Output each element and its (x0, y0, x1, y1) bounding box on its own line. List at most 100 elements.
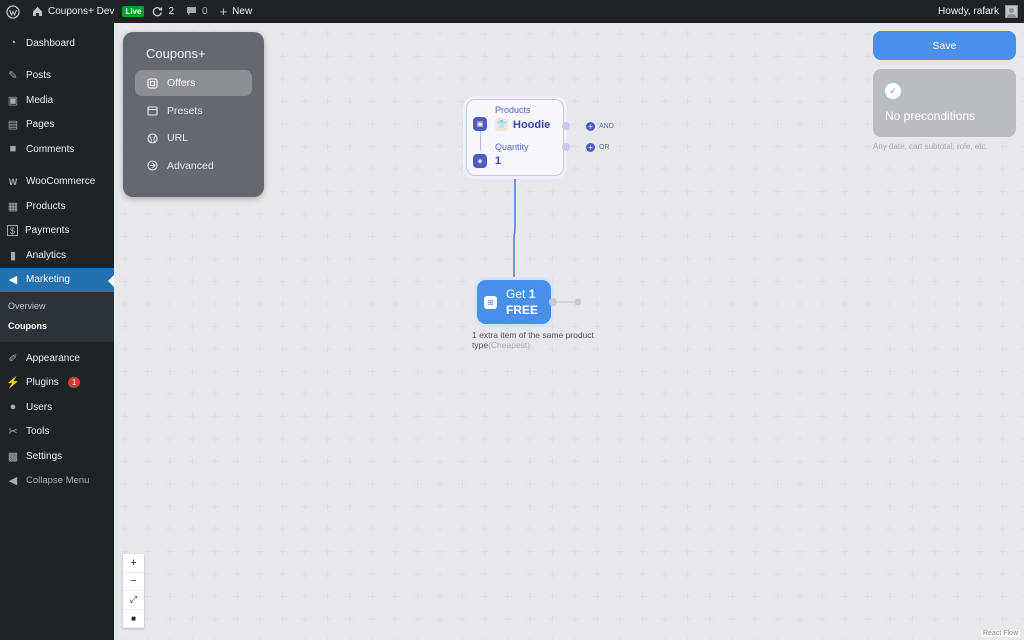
panel-item-label: Presets (167, 104, 203, 117)
sidebar-item-label: Users (26, 401, 53, 413)
sidebar-item-dashboard[interactable]: ◔Dashboard (0, 31, 114, 56)
panel-item-offers[interactable]: Offers (135, 70, 252, 96)
save-button[interactable]: Save (873, 31, 1016, 60)
zoom-in-icon: + (130, 556, 137, 569)
collapse-menu-button[interactable]: ◀ Collapse Menu (0, 469, 114, 494)
updates-count: 2 (168, 6, 175, 17)
box-icon: ▣ (473, 117, 487, 131)
sidebar-item-label: Dashboard (26, 37, 75, 49)
account-menu[interactable]: Howdy, rafark (938, 5, 1024, 18)
sidebar-item-label: Appearance (26, 352, 80, 364)
quantity-label: Quantity (495, 142, 529, 152)
pin-icon: ✎ (8, 70, 18, 83)
panel-title: Coupons+ (146, 46, 206, 61)
megaphone-icon: ◀ (8, 274, 18, 287)
avatar (1005, 5, 1018, 18)
panel-item-presets[interactable]: Presets (135, 98, 252, 124)
comment-icon (187, 7, 197, 16)
check-icon: ✓ (885, 83, 901, 99)
comments-link[interactable]: 0 (180, 0, 214, 23)
sidebar-item-label: Tools (26, 426, 50, 438)
condition-node[interactable]: ▣ Products 👕 Hoodie ◈ Quantity 1 (466, 99, 564, 176)
offers-icon (147, 77, 158, 89)
wrench-icon: ✂ (8, 426, 18, 439)
sidebar-item-label: Analytics (26, 249, 67, 261)
comments-count: 0 (202, 6, 208, 17)
updates-link[interactable]: 2 (146, 0, 180, 23)
sidebar-item-label: Pages (26, 119, 55, 131)
sidebar-item-analytics[interactable]: ▮Analytics (0, 243, 114, 268)
sidebar-item-comments[interactable]: ■Comments (0, 137, 114, 162)
brush-icon: ✐ (8, 352, 18, 365)
plus-icon: + (219, 4, 228, 19)
new-label: New (232, 6, 253, 17)
submenu-item-overview[interactable]: Overview (8, 301, 46, 311)
presets-icon (147, 105, 158, 116)
panel-item-label: URL (167, 132, 189, 144)
action-node[interactable]: ⊞ Get 1 FREE (477, 280, 551, 324)
sidebar-item-settings[interactable]: ▩Settings (0, 444, 114, 469)
sidebar-item-appearance[interactable]: ✐ Appearance (0, 346, 114, 371)
node-divider (480, 127, 481, 151)
products-condition[interactable]: ▣ Products 👕 Hoodie (473, 105, 550, 131)
preconditions-card[interactable]: ✓ No preconditions (873, 69, 1016, 137)
coupons-nav-panel: Coupons+ Offers Presets URL Advanced (123, 32, 264, 197)
preconditions-hint: Any date, cart subtotal, role, etc. (873, 142, 988, 151)
fit-view-button[interactable]: ⤢ (123, 591, 144, 610)
and-handle[interactable] (562, 122, 570, 130)
lock-button[interactable]: ■ (123, 610, 144, 628)
collapse-icon: ◀ (8, 475, 18, 488)
sidebar-item-tools[interactable]: ✂ Tools (0, 420, 114, 445)
add-or-button[interactable]: + OR (586, 143, 610, 152)
new-content-link[interactable]: + New (214, 0, 259, 23)
get-count: 1 (528, 287, 536, 301)
live-badge: Live (122, 6, 145, 17)
sidebar-item-label: Products (26, 200, 66, 212)
layers-icon: ◈ (473, 154, 487, 168)
panel-item-label: Offers (167, 77, 196, 89)
sidebar-item-label: WooCommerce (26, 176, 96, 188)
quantity-value: 1 (495, 155, 502, 167)
react-flow-attribution[interactable]: React Flow (980, 630, 1020, 637)
submenu-item-coupons[interactable]: Coupons (8, 321, 47, 331)
action-output-handle[interactable] (549, 298, 557, 306)
sidebar-item-label: Settings (26, 450, 63, 462)
add-and-button[interactable]: + AND (586, 122, 614, 131)
sidebar-item-label: Media (26, 94, 54, 106)
site-name-link[interactable]: Coupons+ Dev (26, 0, 120, 23)
quantity-condition[interactable]: ◈ Quantity 1 (473, 142, 529, 168)
zoom-in-button[interactable]: + (123, 554, 144, 573)
sidebar-item-marketing[interactable]: ◀Marketing (0, 267, 114, 292)
or-label: OR (599, 144, 610, 151)
wordpress-logo-icon[interactable] (0, 0, 26, 23)
sidebar-item-woocommerce[interactable]: W WooCommerce (0, 170, 114, 195)
comment-icon: ■ (9, 143, 17, 156)
panel-item-label: Advanced (167, 159, 214, 172)
plus-icon: + (586, 122, 595, 131)
refresh-icon (153, 7, 163, 17)
panel-item-advanced[interactable]: Advanced (135, 153, 252, 179)
zoom-out-button[interactable]: − (123, 573, 144, 591)
free-label: FREE (506, 303, 539, 317)
zoom-controls: + − ⤢ ■ (123, 554, 144, 628)
gift-icon: ⊞ (484, 295, 497, 309)
admin-sidebar: ◔Dashboard ✎Posts ▣Media ▤Pages ■Comment… (0, 23, 114, 640)
woo-icon: W (8, 176, 18, 187)
or-handle[interactable] (562, 143, 570, 151)
sidebar-item-label: Collapse Menu (26, 475, 90, 487)
sidebar-item-payments[interactable]: $Payments (0, 219, 114, 244)
sidebar-item-media[interactable]: ▣Media (0, 88, 114, 113)
home-icon (33, 7, 42, 16)
fit-view-icon: ⤢ (129, 594, 138, 605)
sidebar-item-pages[interactable]: ▤Pages (0, 113, 114, 138)
sidebar-item-products[interactable]: ▦Products (0, 194, 114, 219)
plus-icon: + (586, 143, 595, 152)
preconditions-title: No preconditions (885, 109, 976, 123)
dollar-icon: $ (7, 225, 18, 237)
panel-item-url[interactable]: URL (135, 125, 252, 151)
sidebar-item-posts[interactable]: ✎Posts (0, 64, 114, 89)
sidebar-item-users[interactable]: ●Users (0, 395, 114, 420)
action-description-text: 1 extra item of the same product type (472, 330, 594, 350)
